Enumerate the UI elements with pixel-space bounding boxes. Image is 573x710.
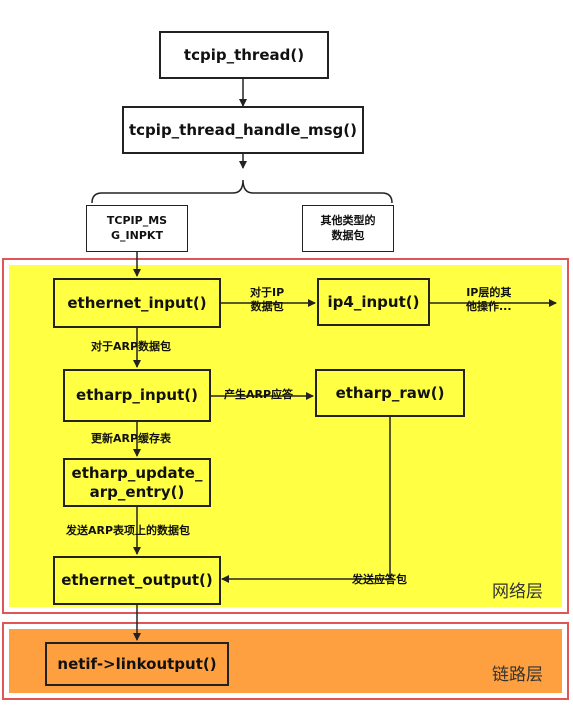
- inpkt-label-line1: TCPIP_MS: [106, 213, 168, 227]
- ip-other-line1: IP层的其: [466, 286, 512, 299]
- handle-msg-label: tcpip_thread_handle_msg(): [129, 120, 357, 139]
- etharp-raw-label: etharp_raw(): [335, 383, 445, 402]
- tcpip-thread-handle-msg-node: tcpip_thread_handle_msg(): [122, 106, 364, 154]
- tcpip-thread-node: tcpip_thread(): [159, 31, 329, 79]
- etharp-input-node: etharp_input(): [63, 369, 211, 422]
- inpkt-label-line2: G_INPKT: [111, 228, 163, 242]
- ip-other-line2: 他操作...: [466, 300, 512, 314]
- label-for-ip-packet: 对于IP 数据包: [250, 286, 284, 315]
- tcpip-msg-inpkt-node: TCPIP_MS G_INPKT: [86, 205, 188, 252]
- ethernet-output-node: ethernet_output(): [53, 556, 221, 605]
- linkoutput-label: netif->linkoutput(): [57, 654, 217, 673]
- ethernet-output-label: ethernet_output(): [61, 571, 213, 590]
- ip4-input-label: ip4_input(): [327, 292, 420, 311]
- update-label-line2: arp_entry(): [89, 482, 185, 501]
- for-ip-line2: 数据包: [250, 300, 284, 314]
- link-layer-label: 链路层: [492, 665, 543, 685]
- other-packet-types-node: 其他类型的 数据包: [302, 205, 394, 252]
- label-ip-other-ops: IP层的其 他操作...: [466, 286, 512, 315]
- label-for-arp-packet: 对于ARP数据包: [91, 340, 172, 353]
- etharp-raw-node: etharp_raw(): [315, 369, 465, 417]
- for-ip-line1: 对于IP: [250, 286, 285, 299]
- update-label-line1: etharp_update_: [71, 463, 203, 482]
- network-layer-label: 网络层: [492, 582, 543, 602]
- label-send-pending-packets: 发送ARP表项上的数据包: [66, 524, 191, 537]
- brace: [91, 179, 393, 204]
- other-label-line2: 数据包: [331, 228, 365, 242]
- other-label-line1: 其他类型的: [320, 213, 376, 227]
- tcpip-thread-label: tcpip_thread(): [183, 45, 305, 64]
- ethernet-input-label: ethernet_input(): [67, 293, 207, 312]
- etharp-input-label: etharp_input(): [76, 386, 198, 405]
- label-update-arp-cache: 更新ARP缓存表: [91, 432, 172, 445]
- netif-linkoutput-node: netif->linkoutput(): [45, 642, 229, 686]
- arrow-raw-to-output: [221, 417, 391, 583]
- ethernet-input-node: ethernet_input(): [53, 278, 221, 328]
- label-send-reply-packet: 发送应答包: [352, 573, 407, 586]
- label-generate-arp-reply: 产生ARP应答: [224, 388, 294, 401]
- ip4-input-node: ip4_input(): [317, 278, 430, 326]
- etharp-update-arp-entry-node: etharp_update_ arp_entry(): [63, 458, 211, 507]
